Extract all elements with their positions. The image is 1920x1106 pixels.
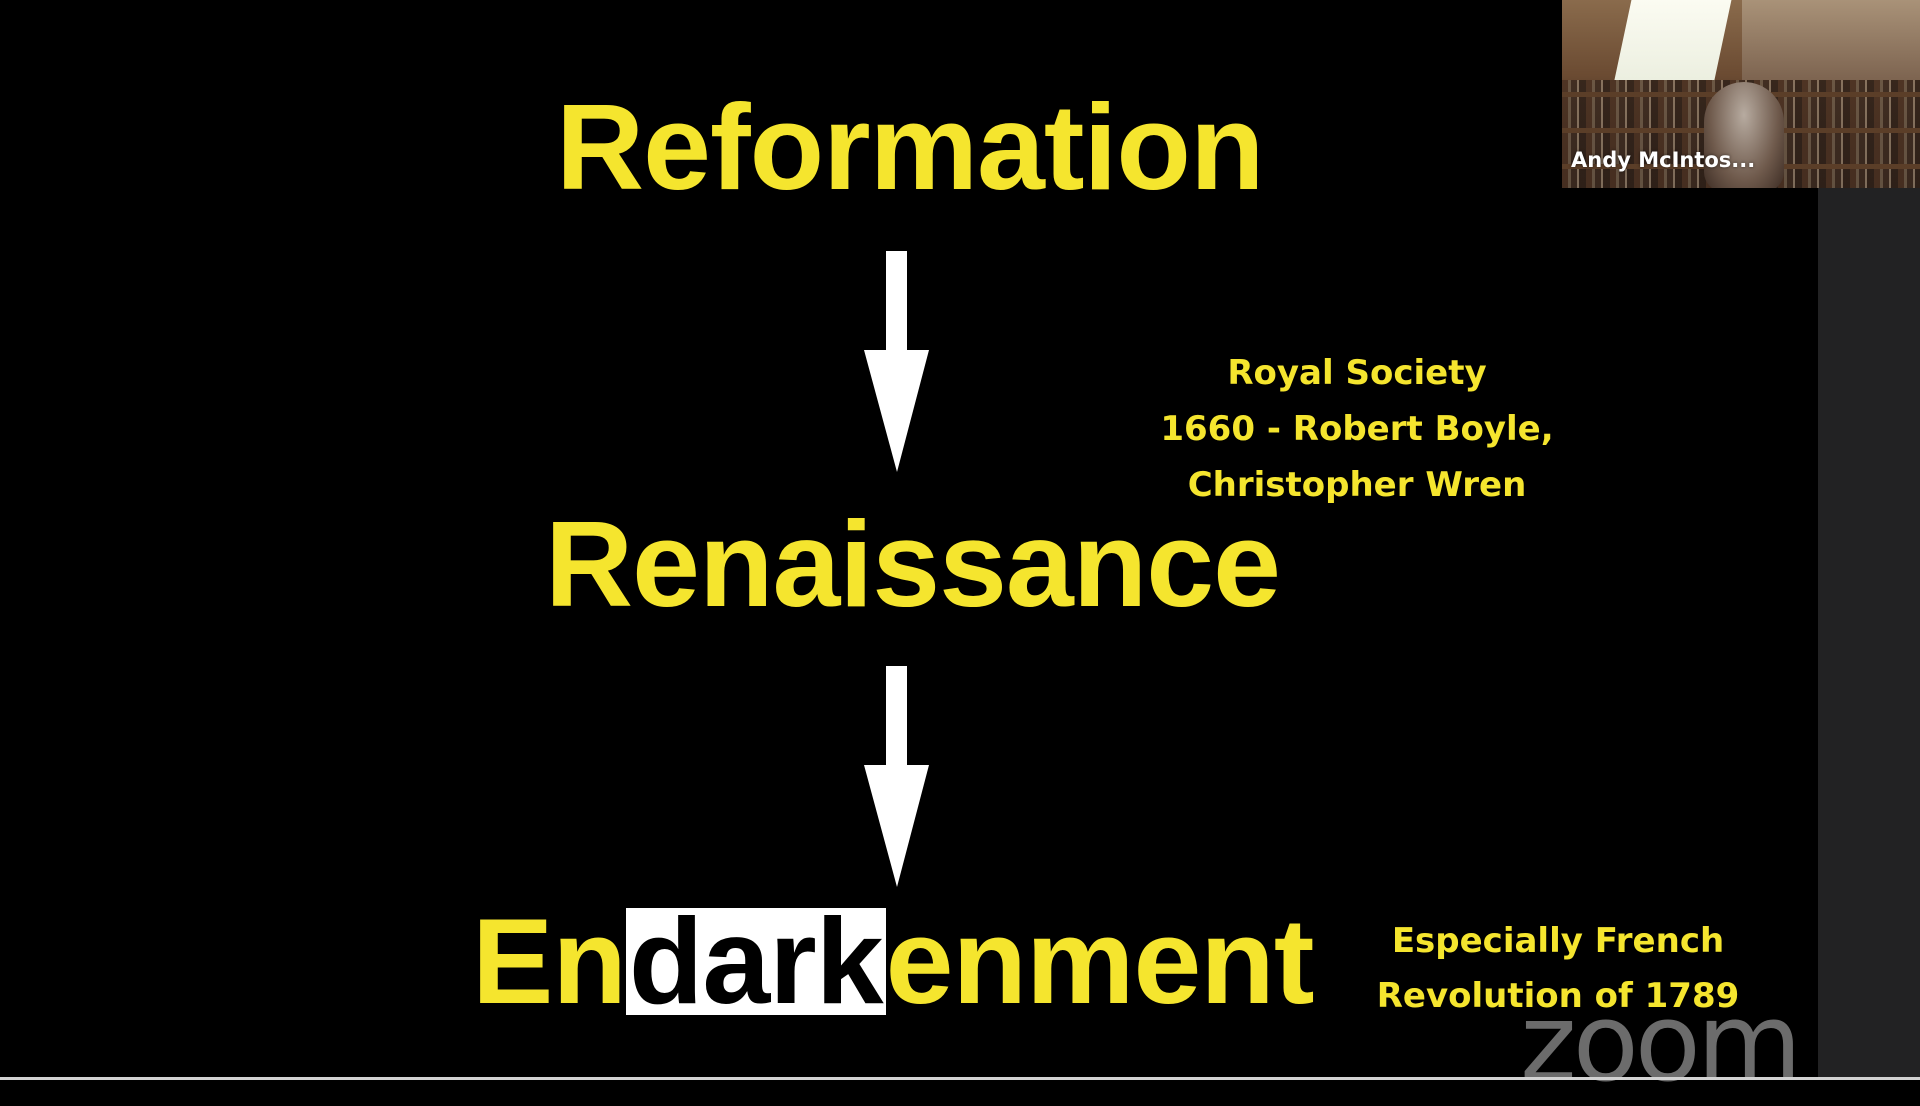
bottom-edge [0,1077,1920,1080]
note-line: Christopher Wren [1187,465,1527,505]
video-background [1742,0,1920,80]
word-part: En [472,893,627,1029]
note-french-revolution: Especially French Revolution of 1789 [1360,914,1756,1024]
zoom-logo-watermark: zoom [1520,981,1802,1106]
note-line: Royal Society [1227,353,1487,393]
side-panel [1818,188,1920,1077]
word-part: enment [885,893,1315,1029]
participant-video-tile[interactable]: Andy McIntos... [1562,0,1920,188]
shared-screen-slide: Reformation Royal Society 1660 - Robert … [472,79,1756,1024]
down-arrow-icon [864,666,929,887]
step-endarkenment: Endarkenment [472,900,1314,1022]
step-renaissance: Renaissance [545,496,1281,632]
note-line: 1660 - Robert Boyle, [1160,409,1554,449]
note-line: Revolution of 1789 [1376,976,1740,1016]
highlighted-word-part: dark [625,900,886,1022]
note-line: Especially French [1391,921,1725,961]
video-background [1614,0,1734,80]
down-arrow-icon [864,251,929,472]
participant-name-label: Andy McIntos... [1571,148,1756,172]
note-royal-society: Royal Society 1660 - Robert Boyle, Chris… [1150,345,1564,513]
participant-video-feed [1704,82,1784,188]
step-reformation: Reformation [556,79,1264,215]
